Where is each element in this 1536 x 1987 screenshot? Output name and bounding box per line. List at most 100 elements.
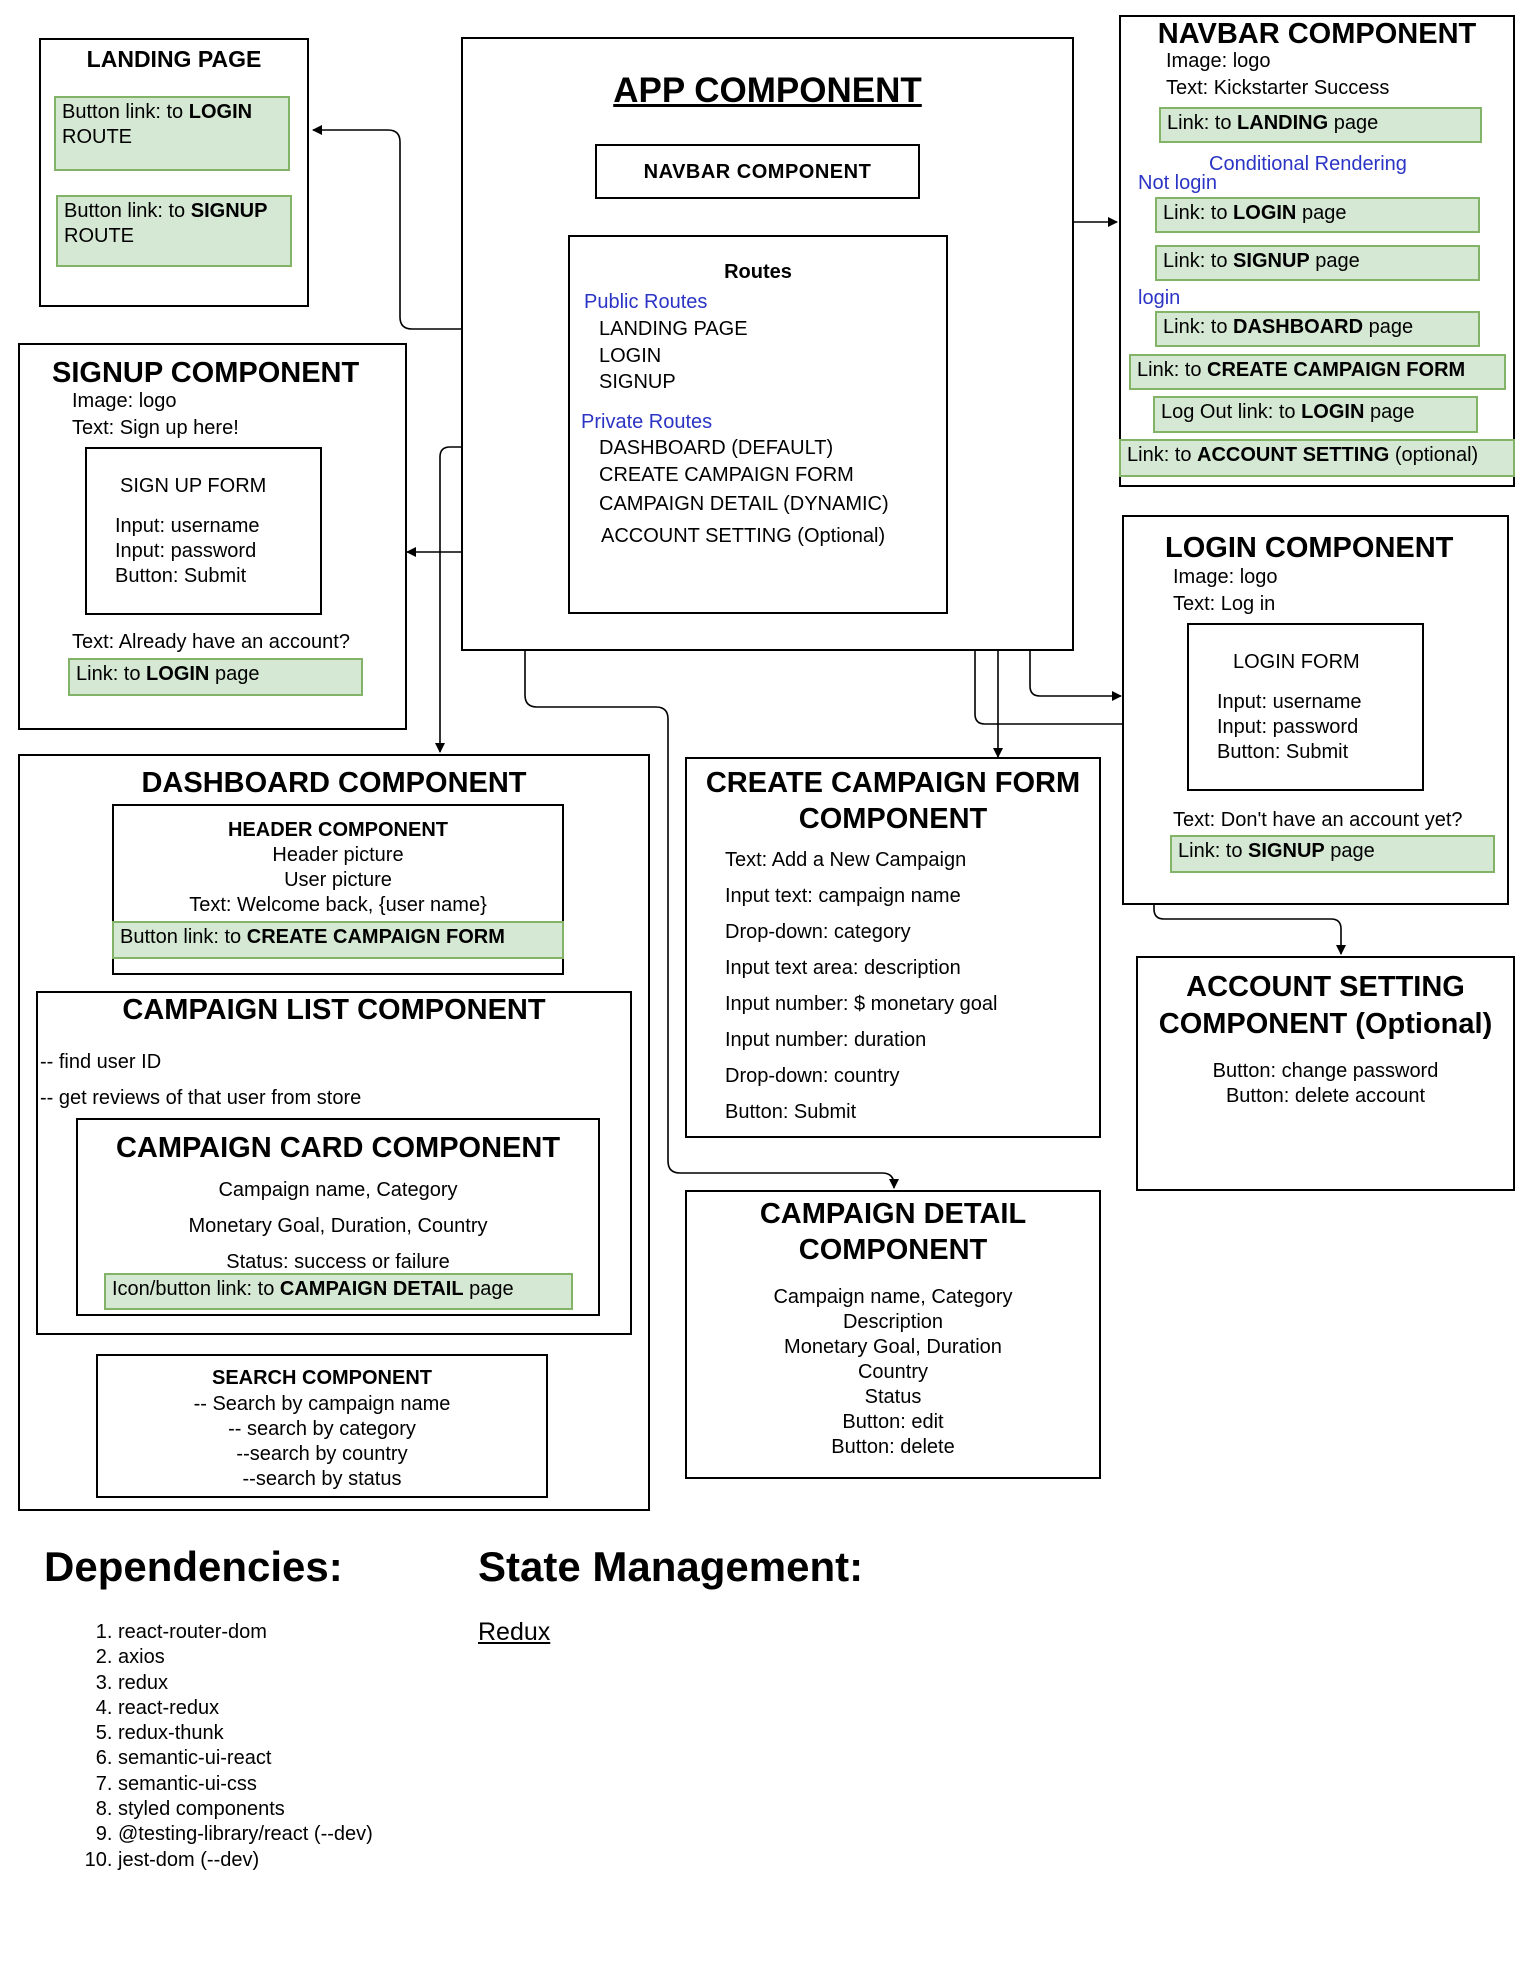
dependency-item: @testing-library/react (--dev) [118, 1822, 373, 1847]
detail-line4: Country [857, 1361, 929, 1383]
signup-title: SIGNUP COMPONENT [52, 357, 360, 389]
search-component [96, 1354, 548, 1498]
routes-title: Routes [724, 261, 792, 283]
navbar-landing-link[interactable]: Link: to LANDING page [1159, 107, 1482, 143]
login-signup-link[interactable]: Link: to SIGNUP page [1170, 835, 1495, 873]
navbar-dashboard-link[interactable]: Link: to DASHBOARD page [1155, 311, 1480, 347]
detail-line1: Campaign name, Category [773, 1286, 1013, 1308]
login-text: Text: Log in [1173, 593, 1276, 615]
search-line2: -- search by category [228, 1418, 416, 1440]
signup-input-username[interactable]: Input: username [115, 515, 260, 537]
private-routes-label: Private Routes [581, 411, 713, 433]
detail-delete-button[interactable]: Button: delete [831, 1436, 955, 1458]
dependency-item: jest-dom (--dev) [118, 1848, 373, 1873]
signup-form [85, 447, 322, 615]
dependency-item: react-redux [118, 1696, 373, 1721]
route-account: ACCOUNT SETTING (Optional) [601, 525, 886, 547]
search-line4: --search by status [242, 1468, 402, 1490]
create-campaign-component [685, 757, 1101, 1138]
landing-login-button[interactable]: Button link: to LOGIN ROUTE [54, 96, 290, 171]
create-line-category[interactable]: Drop-down: category [725, 921, 911, 943]
search-line3: --search by country [236, 1443, 408, 1465]
detail-line2: Description [842, 1311, 944, 1333]
dependency-item: axios [118, 1645, 373, 1670]
campaign-list-line2: -- get reviews of that user from store [40, 1087, 362, 1109]
route-signup: SIGNUP [599, 371, 676, 393]
create-line-description[interactable]: Input text area: description [725, 957, 961, 979]
route-login: LOGIN [599, 345, 662, 367]
dependency-item: semantic-ui-css [118, 1772, 373, 1797]
navbar-login-link[interactable]: Link: to LOGIN page [1155, 197, 1480, 233]
app-title: APP COMPONENT [613, 71, 922, 110]
campaign-card-line1: Campaign name, Category [218, 1179, 458, 1201]
navbar-login-state-label: login [1138, 287, 1181, 309]
account-delete-button[interactable]: Button: delete account [1225, 1085, 1426, 1107]
header-user-picture: User picture [284, 869, 392, 891]
login-input-password[interactable]: Input: password [1217, 716, 1359, 738]
detail-edit-button[interactable]: Button: edit [842, 1411, 944, 1433]
navbar-text: Text: Kickstarter Success [1166, 77, 1390, 99]
header-title: HEADER COMPONENT [227, 819, 448, 841]
navbar-image: Image: logo [1166, 50, 1271, 72]
dashboard-title: DASHBOARD COMPONENT [141, 767, 527, 799]
search-title: SEARCH COMPONENT [211, 1367, 432, 1389]
login-image: Image: logo [1173, 566, 1278, 588]
dependencies-title: Dependencies: [44, 1543, 343, 1590]
route-landing: LANDING PAGE [599, 318, 748, 340]
search-line1: -- Search by campaign name [193, 1393, 451, 1415]
login-no-account-text: Text: Don't have an account yet? [1173, 809, 1463, 831]
detail-title-line1: CAMPAIGN DETAIL [759, 1198, 1027, 1230]
create-line-campaign-name[interactable]: Input text: campaign name [725, 885, 961, 907]
create-line-text: Text: Add a New Campaign [725, 849, 967, 871]
campaign-card-detail-link[interactable]: Icon/button link: to CAMPAIGN DETAIL pag… [104, 1273, 573, 1310]
campaign-card-line2: Monetary Goal, Duration, Country [188, 1215, 488, 1237]
login-form-title: LOGIN FORM [1233, 651, 1360, 673]
navbar-not-login-label: Not login [1138, 172, 1217, 194]
login-input-username[interactable]: Input: username [1217, 691, 1362, 713]
header-create-campaign-button[interactable]: Button link: to CREATE CAMPAIGN FORM [112, 921, 564, 959]
arrow-route-landing [312, 125, 598, 330]
detail-line5: Status [864, 1386, 922, 1408]
public-routes-label: Public Routes [584, 291, 708, 313]
state-management-value: Redux [478, 1618, 551, 1646]
account-change-password-button[interactable]: Button: change password [1212, 1060, 1439, 1082]
navbar-signup-link[interactable]: Link: to SIGNUP page [1155, 245, 1480, 281]
signup-submit-button[interactable]: Button: Submit [115, 565, 247, 587]
signup-form-title: SIGN UP FORM [120, 475, 267, 497]
login-form [1187, 623, 1424, 791]
signup-login-link[interactable]: Link: to LOGIN page [68, 658, 363, 696]
signup-already-text: Text: Already have an account? [72, 631, 350, 653]
landing-signup-button[interactable]: Button link: to SIGNUP ROUTE [56, 195, 292, 267]
arrow-route-dashboard [435, 446, 598, 753]
navbar-logout-link[interactable]: Log Out link: to LOGIN page [1153, 396, 1478, 433]
create-title-line1: CREATE CAMPAIGN FORM [705, 767, 1081, 799]
dependency-item: styled components [118, 1797, 373, 1822]
account-title-line2: COMPONENT (Optional) [1158, 1008, 1493, 1040]
landing-title: LANDING PAGE [86, 46, 262, 72]
dependency-item: redux-thunk [118, 1721, 373, 1746]
navbar-title: NAVBAR COMPONENT [1157, 18, 1477, 50]
routes-box [568, 235, 948, 614]
state-management-title: State Management: [478, 1543, 864, 1590]
account-title-line1: ACCOUNT SETTING [1186, 971, 1465, 1003]
create-line-country[interactable]: Drop-down: country [725, 1065, 900, 1087]
login-submit-button[interactable]: Button: Submit [1217, 741, 1349, 763]
create-line-monetary-goal[interactable]: Input number: $ monetary goal [725, 993, 998, 1015]
route-create: CREATE CAMPAIGN FORM [599, 464, 854, 486]
dependency-item: redux [118, 1671, 373, 1696]
navbar-account-link[interactable]: Link: to ACCOUNT SETTING (optional) [1119, 439, 1515, 477]
campaign-detail-component [685, 1190, 1101, 1479]
create-title-line2: COMPONENT [798, 803, 988, 835]
header-picture: Header picture [272, 844, 404, 866]
route-dashboard: DASHBOARD (DEFAULT) [599, 437, 834, 459]
campaign-card-line3: Status: success or failure [226, 1251, 450, 1273]
dependencies-list: react-router-dom axios redux react-redux… [80, 1620, 373, 1873]
navbar-create-campaign-link[interactable]: Link: to CREATE CAMPAIGN FORM [1129, 354, 1506, 390]
campaign-list-line1: -- find user ID [40, 1051, 162, 1073]
login-title: LOGIN COMPONENT [1165, 532, 1454, 564]
signup-input-password[interactable]: Input: password [115, 540, 257, 562]
create-line-submit[interactable]: Button: Submit [725, 1101, 857, 1123]
signup-image: Image: logo [72, 390, 177, 412]
create-line-duration[interactable]: Input number: duration [725, 1029, 927, 1051]
campaign-card-title: CAMPAIGN CARD COMPONENT [115, 1132, 561, 1164]
